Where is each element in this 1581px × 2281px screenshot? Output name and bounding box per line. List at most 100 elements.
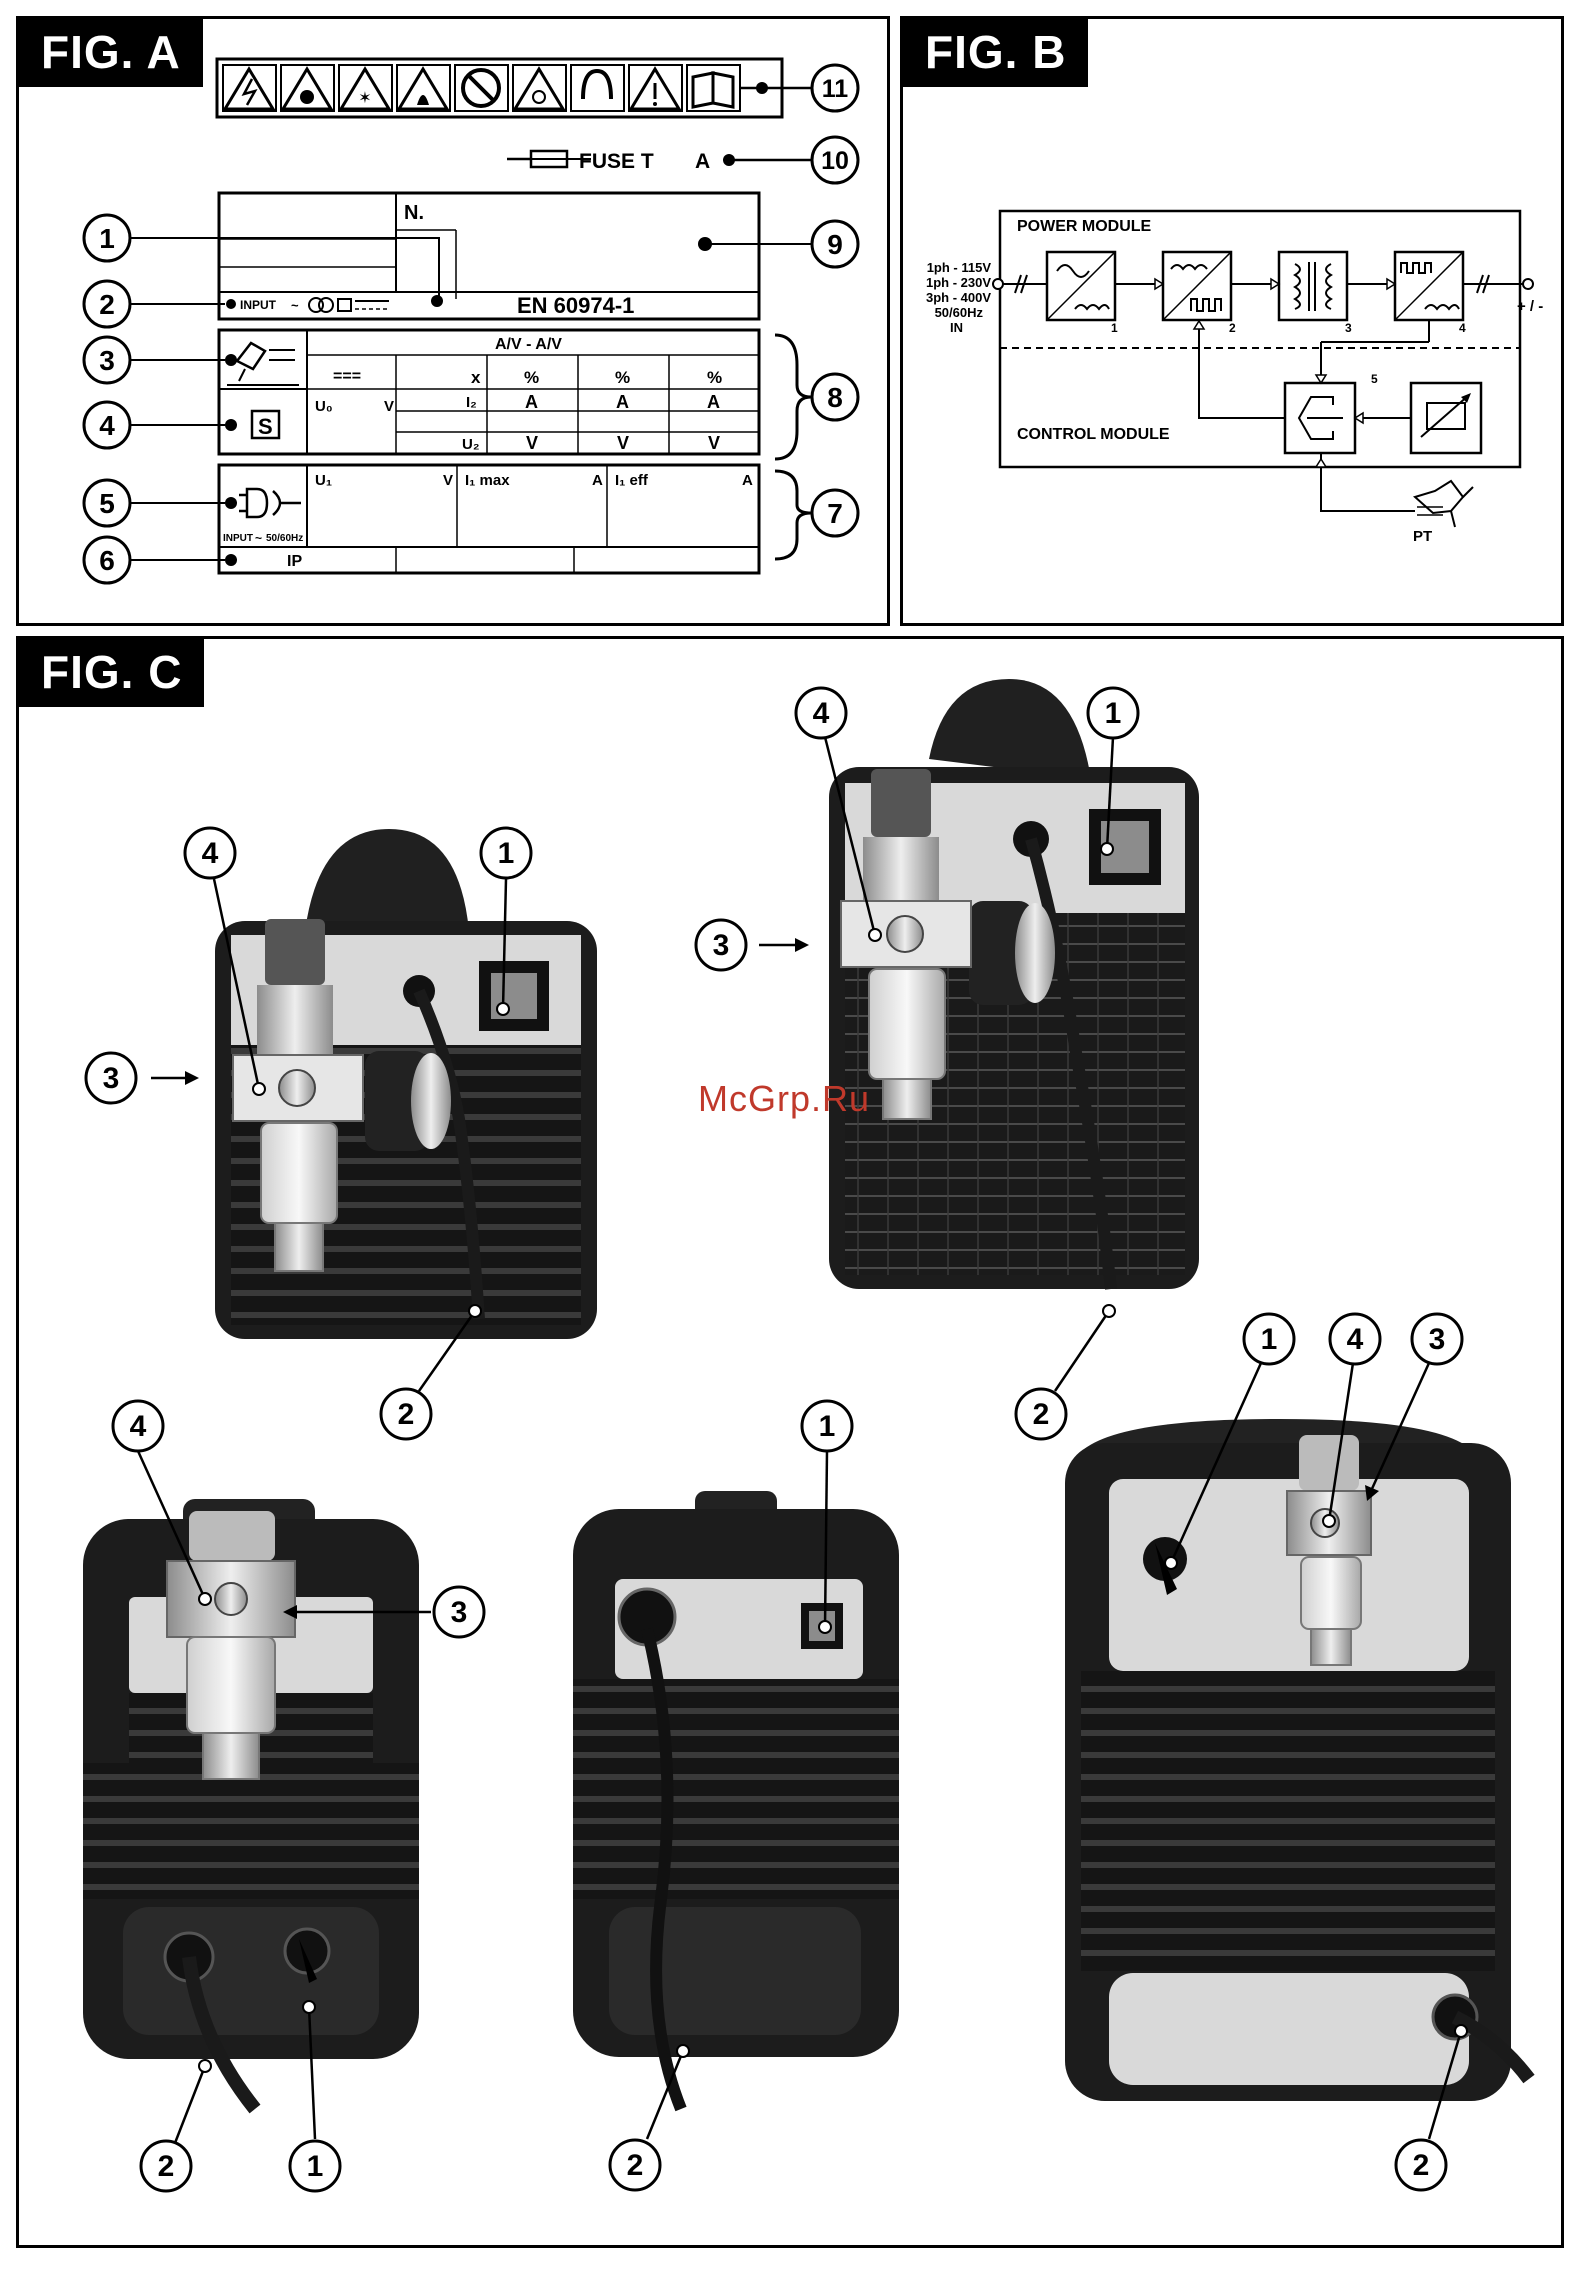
warning-icons-strip: ✶ [215, 57, 784, 119]
i1max-label: I₁ max [465, 472, 510, 489]
callout-3: 3 [82, 335, 132, 385]
no-pacemaker-icon [454, 64, 509, 112]
svg-text:2: 2 [627, 2149, 644, 2182]
v-col1: V [526, 433, 538, 453]
callout-6: 6 [82, 535, 132, 585]
callout-c5-4: 4 [1328, 1312, 1382, 1366]
svg-text:4: 4 [813, 697, 830, 730]
callout-10: 10 [810, 135, 860, 185]
svg-text:2: 2 [1229, 321, 1236, 335]
callout-4: 4 [82, 400, 132, 450]
callout-7: 7 [810, 488, 860, 538]
i2-label: I₂ [466, 394, 477, 411]
i1eff-label: I₁ eff [615, 472, 649, 489]
number-label: N. [404, 202, 424, 224]
fig-a-diagram: ✶ [82, 57, 860, 585]
svg-text:4: 4 [202, 837, 219, 870]
svg-text:9: 9 [827, 229, 843, 260]
machine-rear-view-3 [1065, 1419, 1535, 2101]
i1eff-unit: A [742, 472, 753, 489]
fig-c-panel: FIG. C [16, 636, 1564, 2248]
callout-c2-2: 2 [1014, 1387, 1068, 1441]
callout-c5-3: 3 [1410, 1312, 1464, 1366]
s-symbol-box [250, 409, 281, 440]
svg-text:7: 7 [827, 498, 843, 529]
fig-c-illustrations: 1 2 3 4 1 2 [83, 679, 1535, 2193]
fuse-unit: A [695, 150, 710, 173]
svg-text:4: 4 [99, 410, 115, 441]
callout-1: 1 [82, 213, 132, 263]
block-5-control: 5 [1283, 372, 1378, 455]
svg-text:4: 4 [1459, 321, 1466, 335]
svg-text:4: 4 [130, 1410, 147, 1443]
pct-col2: % [615, 368, 630, 387]
callout-c2-4: 4 [794, 686, 848, 740]
callout-2: 2 [82, 279, 132, 329]
svg-text:3: 3 [713, 929, 730, 962]
read-manual-icon [686, 64, 741, 112]
callout-9: 9 [810, 219, 860, 269]
callout-c1-1: 1 [479, 826, 533, 880]
callout-11: 11 [810, 63, 860, 113]
svg-text:3: 3 [1345, 321, 1352, 335]
output-label: + / - [1517, 298, 1543, 315]
machine-rear-view-2 [573, 1491, 899, 2112]
pct-col1: % [524, 368, 539, 387]
input-line-5: IN [950, 320, 963, 335]
dc-symbol: === [333, 368, 361, 385]
block-4-output-rectifier: 4 [1393, 250, 1466, 335]
callout-5: 5 [82, 478, 132, 528]
callout-c5-2: 2 [1394, 2138, 1448, 2192]
callout-c1-2: 2 [379, 1387, 433, 1441]
fig-c-title: FIG. C [19, 639, 205, 707]
machine-rear-view-1 [83, 1499, 419, 2114]
magnetic-field-warning-icon [512, 64, 567, 112]
fuse-symbol [507, 149, 591, 169]
svg-text:1: 1 [1261, 1323, 1278, 1356]
input-line-1: 1ph - 115V [927, 260, 992, 275]
input-freq-label: INPUT [223, 533, 253, 544]
plasma-torch-icon [1412, 479, 1474, 528]
v-col3: V [708, 433, 720, 453]
u2-label: U₂ [462, 436, 480, 453]
block-3-transformer: 3 [1277, 250, 1352, 335]
svg-text:4: 4 [1347, 1323, 1364, 1356]
svg-text:3: 3 [99, 345, 115, 376]
fuse-label: FUSE T [579, 150, 654, 173]
a-col3: A [707, 392, 720, 412]
block-1-rectifier: 1 [1045, 250, 1118, 335]
fig-a-title: FIG. A [19, 19, 203, 87]
u0-label: U₀ [315, 398, 333, 415]
callout-c2-3: 3 [694, 918, 748, 972]
standard-label: EN 60974-1 [517, 293, 634, 318]
watermark: McGrp.Ru [698, 1078, 871, 1119]
svg-text:6: 6 [99, 545, 115, 576]
callout-8: 8 [810, 372, 860, 422]
sensor-block [1409, 381, 1483, 455]
av-header: A/V - A/V [495, 336, 562, 353]
mains-plug-symbol [239, 487, 301, 519]
svg-text:2: 2 [1033, 1398, 1050, 1431]
u1-unit: V [443, 472, 453, 489]
callout-c4-1: 1 [800, 1399, 854, 1453]
callout-c3-4: 4 [111, 1399, 165, 1453]
svg-text:3: 3 [103, 1062, 120, 1095]
s-symbol: S [258, 414, 273, 439]
svg-text:8: 8 [827, 382, 843, 413]
a-col2: A [616, 392, 629, 412]
svg-text:1: 1 [1111, 321, 1118, 335]
svg-text:1: 1 [307, 2150, 324, 2183]
pt-label: PT [1413, 528, 1432, 545]
svg-text:✶: ✶ [358, 90, 371, 107]
fig-b-title: FIG. B [903, 19, 1089, 87]
transformer-rectifier-symbol: ~ [291, 297, 389, 313]
callout-c1-3: 3 [84, 1051, 138, 1105]
input-freq-value: 50/60Hz [266, 533, 303, 544]
svg-text:3: 3 [1429, 1323, 1446, 1356]
fire-warning-icon [396, 64, 451, 112]
input-line-4: 50/60Hz [935, 305, 984, 320]
svg-text:2: 2 [398, 1398, 415, 1431]
rating-plate-input [217, 463, 761, 575]
plasma-torch-symbol [227, 341, 299, 386]
fumes-warning-icon [280, 64, 335, 112]
